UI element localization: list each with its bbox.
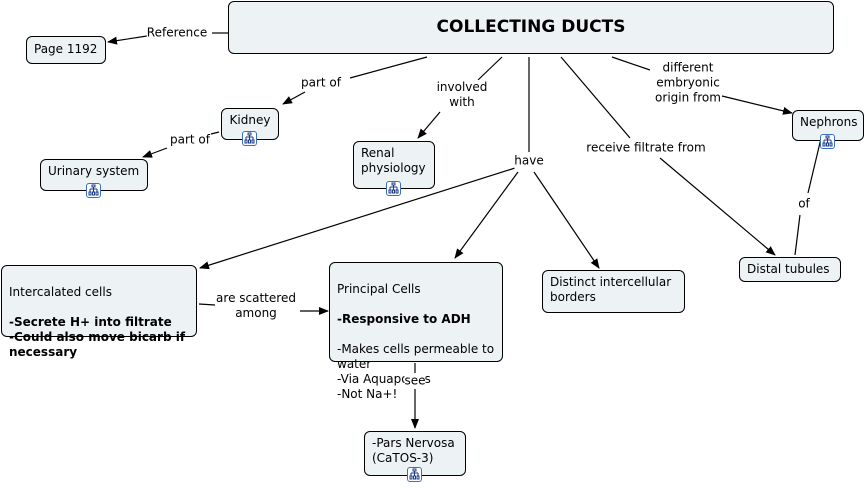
principal-details: -Makes cells permeable to water -Via Aqu… <box>337 342 495 401</box>
concept-map-icon[interactable] <box>386 181 401 196</box>
link-part-of[interactable]: part of <box>170 132 210 148</box>
link-different-embryonic-origin[interactable]: different embryonic origin from <box>655 60 721 106</box>
link-are-scattered-among[interactable]: are scattered among <box>216 291 296 321</box>
concept-map-icon[interactable] <box>242 131 257 146</box>
principal-adh: -Responsive to ADH <box>337 312 471 326</box>
concept-map-icon[interactable] <box>86 183 101 198</box>
concept-urinary-system[interactable]: Urinary system <box>40 159 148 191</box>
concept-kidney[interactable]: Kidney <box>221 108 279 140</box>
concept-label: COLLECTING DUCTS <box>436 17 626 37</box>
link-involved-with[interactable]: involved with <box>436 80 488 110</box>
concept-intercalated-cells[interactable]: Intercalated cells -Secrete H+ into filt… <box>1 265 197 359</box>
link-of[interactable]: of <box>798 196 810 212</box>
link-have[interactable]: have <box>514 153 544 169</box>
link-part-of[interactable]: part of <box>301 75 341 91</box>
concept-collecting-ducts[interactable]: COLLECTING DUCTS <box>228 1 834 54</box>
concept-distinct-borders[interactable]: Distinct intercellular borders <box>542 270 685 313</box>
link-receive-filtrate-from[interactable]: receive filtrate from <box>586 140 706 156</box>
concept-map-icon[interactable] <box>820 134 835 149</box>
concept-principal-cells[interactable]: Principal Cells -Responsive to ADH -Make… <box>329 262 503 401</box>
principal-title: Principal Cells <box>337 282 421 296</box>
concept-map-icon[interactable] <box>407 467 422 482</box>
link-reference[interactable]: Reference <box>146 25 208 41</box>
concept-page-1192[interactable]: Page 1192 <box>26 36 106 64</box>
intercalated-details: -Secrete H+ into filtrate -Could also mo… <box>9 315 186 359</box>
concept-distal-tubules[interactable]: Distal tubules <box>739 257 841 282</box>
intercalated-title: Intercalated cells <box>9 285 112 299</box>
link-see[interactable]: see <box>404 373 426 389</box>
